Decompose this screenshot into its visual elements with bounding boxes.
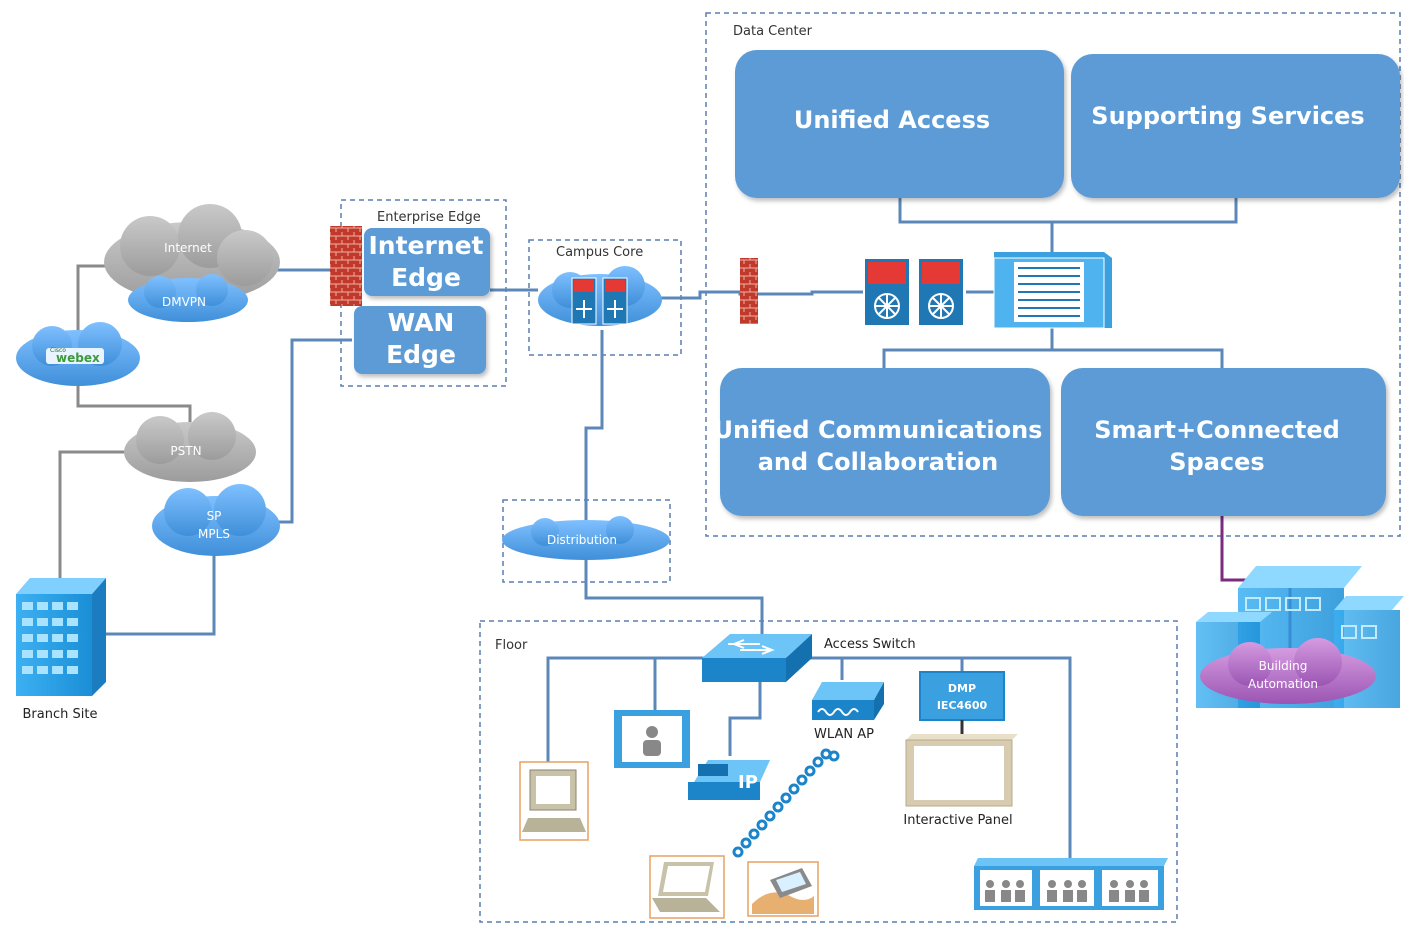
handheld-device-icon[interactable] <box>747 861 819 917</box>
ucc-block[interactable] <box>720 368 1050 516</box>
dmvpn-cloud-label: DMVPN <box>162 295 206 309</box>
webex-small-label: Cisco <box>50 347 66 354</box>
wireless-signal-icon <box>732 748 840 858</box>
sp-mpls-cloud-icon[interactable] <box>152 484 280 556</box>
internet-edge-block[interactable] <box>364 228 490 296</box>
building-automation-cloud-icon[interactable] <box>1200 638 1376 704</box>
dc-switch-pair-icon[interactable] <box>863 257 965 327</box>
floor-label: Floor <box>495 638 528 653</box>
wan-edge-label-line2: Edge <box>386 340 456 369</box>
wlan-ap-icon[interactable] <box>812 682 884 720</box>
dc-firewall-icon[interactable] <box>740 258 758 324</box>
ip-phone-icon[interactable]: IP <box>688 760 770 800</box>
building-automation-label-line1: Building <box>1259 659 1308 673</box>
ucc-label-line2: and Collaboration <box>758 448 999 476</box>
desktop-computer-icon[interactable] <box>519 761 589 841</box>
pstn-cloud-label: PSTN <box>170 444 201 458</box>
campus-core-label: Campus Core <box>556 245 643 260</box>
pstn-cloud-icon[interactable] <box>124 412 256 482</box>
sp-mpls-label-line1: SP <box>207 509 222 523</box>
webex-label: webex <box>56 351 100 365</box>
interactive-panel-label: Interactive Panel <box>903 813 1012 828</box>
enterprise-edge-zone <box>340 199 507 387</box>
internet-edge-label-line2: Edge <box>391 263 461 292</box>
webex-cloud-icon[interactable] <box>16 322 140 386</box>
data-center-label: Data Center <box>733 24 813 39</box>
dmp-device-icon[interactable] <box>919 671 1005 721</box>
dmp-label-line1: DMP <box>948 682 976 695</box>
laptop-icon[interactable] <box>649 855 725 919</box>
dc-core-switch-icon[interactable] <box>993 252 1112 329</box>
data-center-zone <box>705 12 1401 537</box>
edge-firewall-icon[interactable] <box>330 226 362 306</box>
video-endpoint-icon[interactable] <box>614 710 690 768</box>
smart-connected-label-line2: Spaces <box>1169 448 1264 476</box>
supporting-services-label: Supporting Services <box>1091 102 1364 130</box>
sp-mpls-label-line2: MPLS <box>198 527 230 541</box>
unified-access-label: Unified Access <box>794 106 990 134</box>
campus-core-cloud-icon[interactable] <box>538 266 662 326</box>
smart-connected-label-line1: Smart+Connected <box>1094 416 1340 444</box>
supporting-services-block[interactable] <box>1071 54 1400 198</box>
floor-zone <box>479 620 1178 923</box>
smart-connected-block[interactable] <box>1061 368 1386 516</box>
wlan-ap-label: WLAN AP <box>814 727 874 742</box>
enterprise-edge-label: Enterprise Edge <box>377 210 481 225</box>
ip-phone-label: IP <box>738 772 758 793</box>
dmvpn-cloud-icon[interactable] <box>128 274 248 322</box>
dmp-label-line2: IEC4600 <box>937 699 988 712</box>
unified-access-block[interactable] <box>735 50 1064 198</box>
interactive-panel-icon[interactable] <box>905 734 1018 807</box>
building-automation-label-line2: Automation <box>1248 677 1318 691</box>
branch-site-label: Branch Site <box>23 707 98 722</box>
branch-building-icon[interactable] <box>16 578 106 696</box>
internet-edge-label-line1: Internet <box>368 231 483 260</box>
access-switch-icon[interactable] <box>702 634 812 682</box>
wan-edge-block[interactable] <box>354 306 486 374</box>
distribution-label: Distribution <box>547 533 617 547</box>
access-switch-label: Access Switch <box>824 637 916 652</box>
ucc-label-line1: Unified Communications <box>714 416 1043 444</box>
internet-cloud-label: Internet <box>164 241 212 255</box>
telepresence-icon[interactable] <box>974 858 1168 910</box>
wan-edge-label-line1: WAN <box>388 308 455 337</box>
distribution-cloud-icon[interactable] <box>502 516 670 560</box>
